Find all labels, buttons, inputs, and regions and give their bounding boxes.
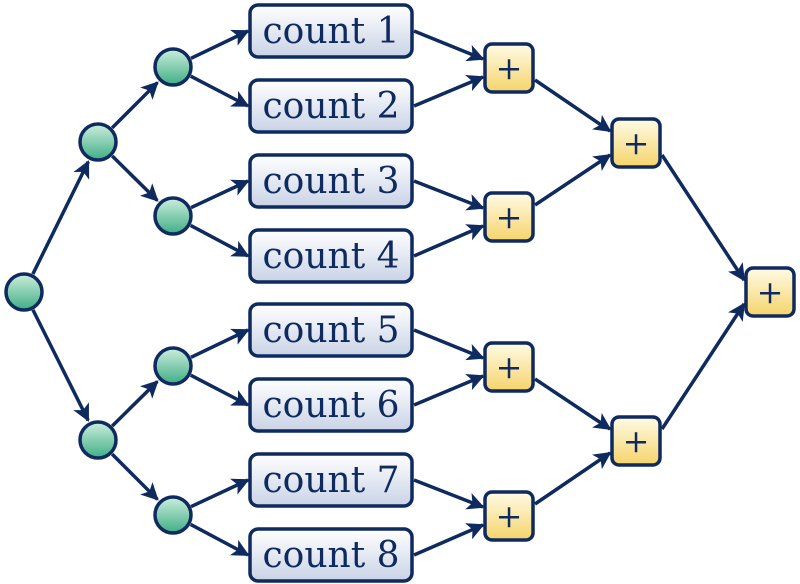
count-box-label: count 6	[262, 385, 399, 426]
split-to-count-edge	[190, 179, 250, 210]
nodes-layer: count 1 count 2 count 3 count 4 count 5 count…	[4, 3, 796, 583]
split-edge	[111, 154, 159, 202]
split-edge	[31, 309, 90, 422]
count-box-frame	[248, 377, 414, 433]
adder-frame	[483, 490, 535, 542]
adder-label: +	[496, 497, 523, 535]
adder-sum-1-4: +	[610, 117, 662, 169]
count-to-adder-edge	[413, 328, 485, 361]
count-box: count 8	[248, 527, 414, 583]
adder-sum-all: +	[744, 266, 796, 318]
split-to-count-edge	[189, 373, 250, 407]
count-box-frame	[248, 78, 414, 134]
count-box-frame	[248, 228, 414, 284]
adder-sum-3-4: +	[483, 191, 535, 243]
count-box: count 5	[248, 302, 414, 358]
adder-edge	[534, 451, 612, 506]
split-node-l2-1	[153, 47, 193, 87]
adder-label: +	[496, 49, 523, 87]
split-node-l1-top	[78, 122, 118, 162]
count-box-label: count 2	[262, 86, 399, 127]
adder-frame	[610, 117, 662, 169]
count-box-label: count 8	[262, 535, 399, 576]
split-to-count-edge	[190, 29, 250, 60]
count-box: count 7	[248, 452, 414, 508]
count-box-frame	[248, 527, 414, 583]
split-to-count-edge	[190, 328, 250, 359]
adder-frame	[483, 191, 535, 243]
adder-frame	[483, 341, 535, 393]
split-to-count-edge	[190, 478, 250, 509]
adder-frame	[744, 266, 796, 318]
adder-edge	[534, 377, 612, 431]
adder-label: +	[496, 348, 523, 386]
split-edge	[31, 160, 90, 275]
count-box-label: count 5	[262, 310, 399, 351]
count-box: count 3	[248, 153, 414, 209]
adder-sum-1-2: +	[483, 42, 535, 94]
count-box-frame	[248, 3, 414, 59]
adder-sum-7-8: +	[483, 490, 535, 542]
split-edge	[111, 380, 159, 428]
split-to-count-edge	[189, 522, 250, 557]
split-edge	[110, 81, 159, 130]
adder-frame	[610, 415, 662, 467]
adder-label: +	[623, 422, 650, 460]
adder-edge	[534, 78, 612, 133]
adder-label: +	[757, 273, 784, 311]
split-node-l2-2	[153, 196, 193, 236]
count-to-adder-edge	[413, 75, 485, 108]
split-to-count-edge	[189, 223, 250, 258]
adder-label: +	[623, 124, 650, 162]
count-box: count 2	[248, 78, 414, 134]
count-box-frame	[248, 452, 414, 508]
adder-label: +	[496, 198, 523, 236]
count-to-adder-edge	[413, 179, 485, 211]
count-to-adder-edge	[413, 523, 485, 557]
count-to-adder-edge	[413, 478, 485, 510]
count-box-frame	[248, 153, 414, 209]
adder-sum-5-6: +	[483, 341, 535, 393]
count-box-label: count 1	[262, 11, 399, 52]
adder-edge	[534, 153, 612, 207]
adder-sum-5-8: +	[610, 415, 662, 467]
split-node-root	[4, 272, 44, 312]
split-node-l2-4	[153, 495, 193, 535]
split-edge	[110, 452, 159, 501]
count-to-adder-edge	[413, 224, 485, 258]
count-box-frame	[248, 302, 414, 358]
split-node-l2-3	[153, 346, 193, 386]
count-box-label: count 3	[262, 161, 399, 202]
count-to-adder-edge	[413, 374, 485, 407]
count-box-label: count 4	[262, 236, 399, 277]
count-box-label: count 7	[262, 460, 399, 501]
adder-edge	[660, 302, 746, 430]
count-box: count 4	[248, 228, 414, 284]
edges-layer	[31, 29, 746, 557]
adder-frame	[483, 42, 535, 94]
split-to-count-edge	[189, 74, 250, 108]
split-node-l1-bottom	[78, 420, 118, 460]
adder-edge	[660, 154, 746, 282]
count-box: count 1	[248, 3, 414, 59]
count-to-adder-edge	[413, 29, 485, 62]
count-box: count 6	[248, 377, 414, 433]
